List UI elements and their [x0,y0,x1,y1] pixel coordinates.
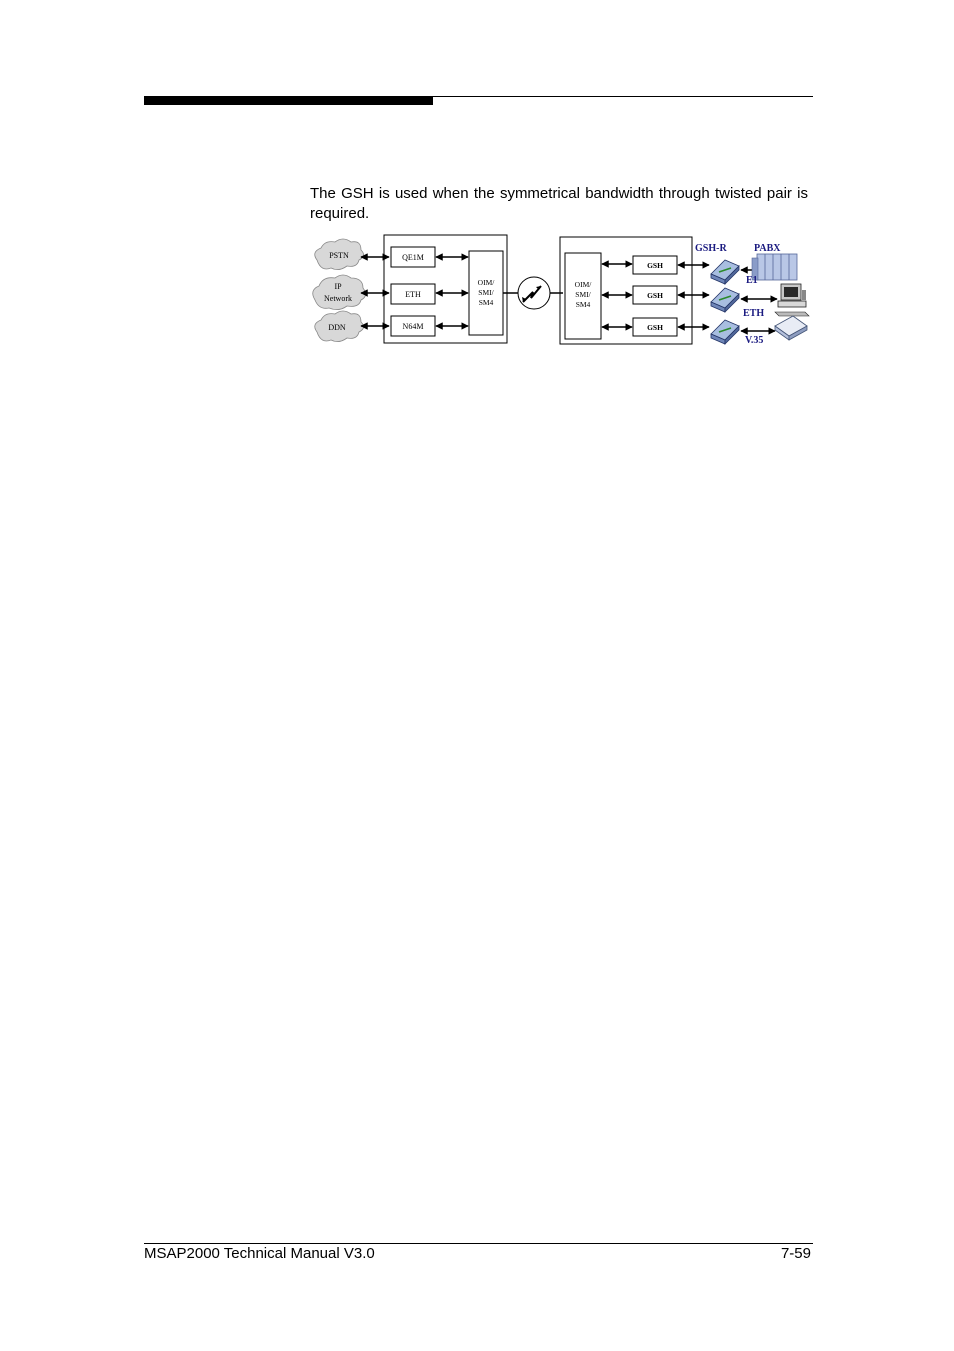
module-n64m [390,315,436,337]
left-core-label-1: OIM/ [478,278,496,287]
header-bar [144,97,433,105]
left-chassis [383,234,508,344]
module-qe1m [390,246,436,268]
module-n64m-label: N64M [403,322,424,331]
module-gsh-1-label: GSH [647,261,663,270]
right-chassis [559,236,693,345]
cloud-icon: PSTN [314,238,364,270]
modem-icon [710,287,740,313]
label-v35: V.35 [745,335,763,346]
radio-link-icon [517,276,551,310]
cloud-label-ddn: DDN [328,323,346,332]
pabx-icon [751,253,798,281]
module-eth [390,283,436,305]
cloud-icon: IP Network [312,274,366,310]
body-paragraph: The GSH is used when the symmetrical ban… [310,185,808,222]
label-e1: E1 [746,275,758,286]
module-gsh-3 [632,317,678,337]
label-gsh-r: GSH-R [695,243,727,254]
module-eth-label: ETH [405,290,421,299]
module-gsh-3-label: GSH [647,323,663,332]
module-gsh-1 [632,255,678,275]
module-gsh-2-label: GSH [647,291,663,300]
label-eth: ETH [743,308,764,319]
footer-manual-title: MSAP2000 Technical Manual V3.0 [144,1245,375,1262]
right-core-label-1: OIM/ [575,280,593,289]
right-core-label-2: SMI/ [575,290,591,299]
modem-icon [710,319,740,345]
cloud-label-network: Network [324,294,352,303]
router-icon [774,315,808,341]
footer-rule [144,1243,813,1244]
footer-page-number: 7-59 [780,1245,811,1262]
module-gsh-2 [632,285,678,305]
right-core-label-3: SM4 [576,300,591,309]
header-rule [144,96,813,97]
cloud-label-ip: IP [334,282,342,291]
computer-icon [774,283,810,317]
cloud-icon: DDN [314,310,364,342]
gsh-application-diagram: PSTN IP Network DDN QE1M ETH N64M OIM/ S… [305,230,815,355]
label-pabx: PABX [754,243,781,254]
left-core-label-2: SMI/ [478,288,494,297]
left-core-label-3: SM4 [479,298,494,307]
modem-icon [710,259,740,285]
module-qe1m-label: QE1M [402,253,424,262]
right-core-module [564,252,602,340]
cloud-label-pstn: PSTN [329,251,349,260]
left-core-module [468,250,504,336]
